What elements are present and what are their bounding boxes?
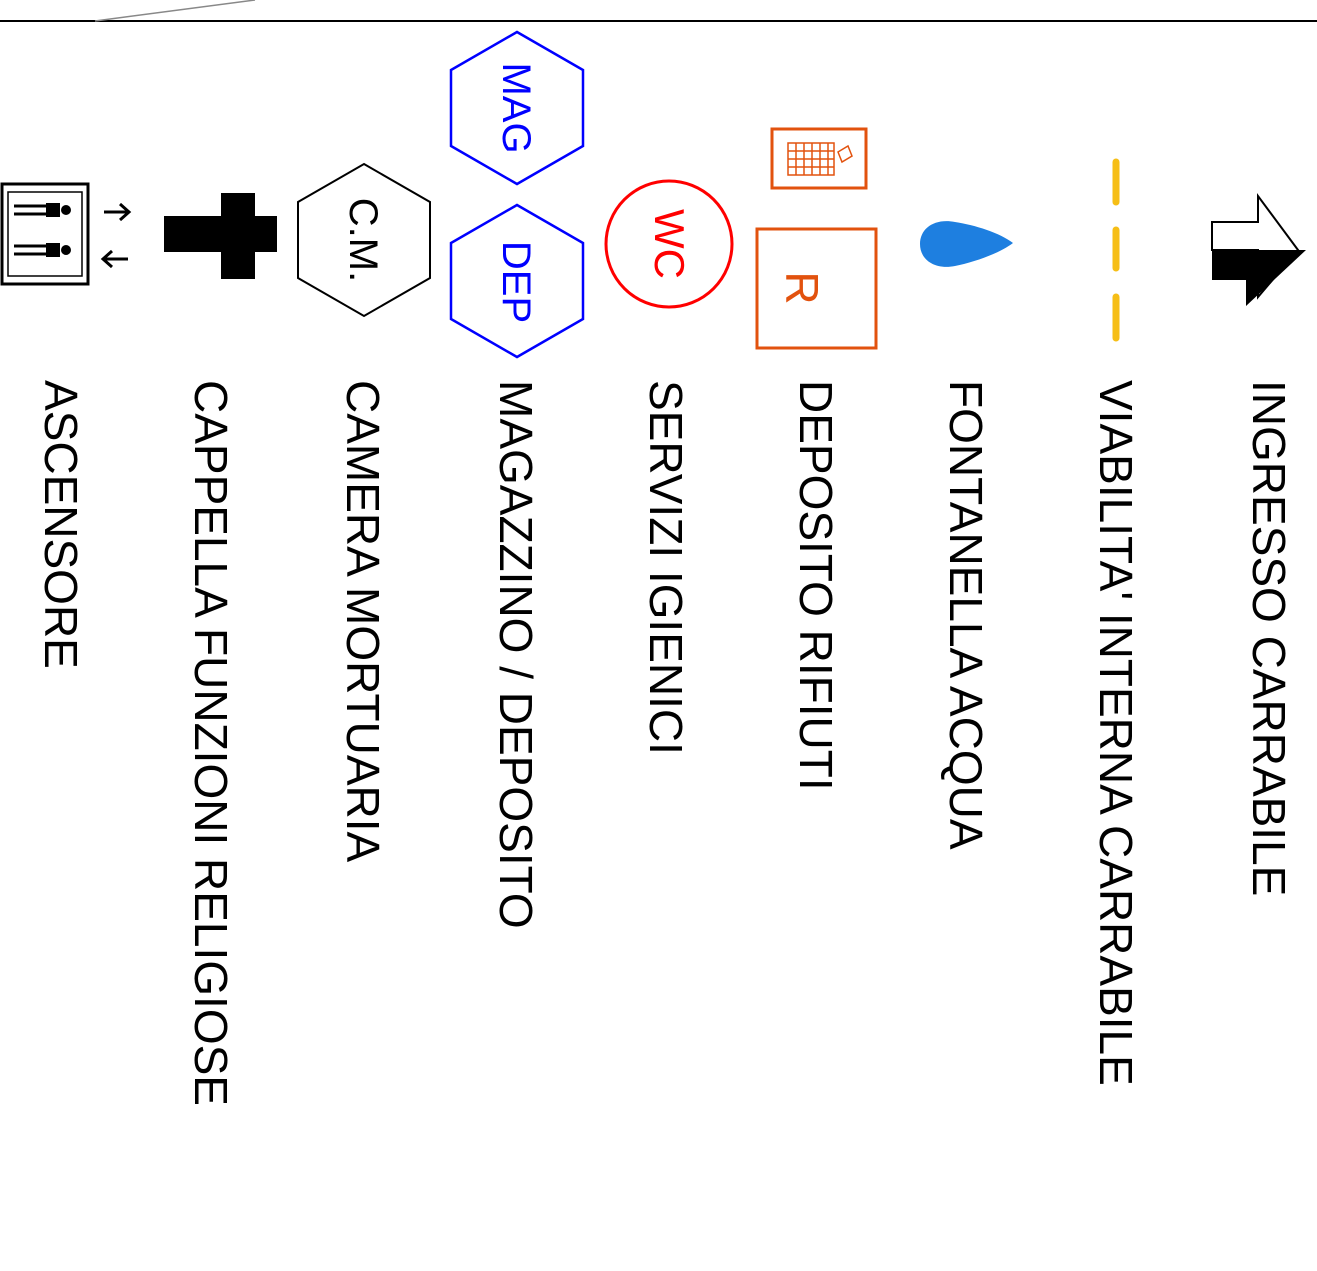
legend-label-magazzino: MAGAZZINO / DEPOSITO <box>490 380 542 929</box>
wc-icon: WC <box>604 179 734 309</box>
legend-label-cappella: CAPPELLA FUNZIONI RELIGIOSE <box>185 380 237 1106</box>
legend-label-camera: CAMERA MORTUARIA <box>337 380 389 863</box>
rifiuti-symbol: R <box>755 227 878 350</box>
entrance-arrow-icon <box>1211 192 1306 306</box>
wc-symbol-text: WC <box>646 209 693 279</box>
cm-symbol-text: C.M. <box>341 198 385 282</box>
frame-slope-line <box>94 0 256 22</box>
legend-label-servizi: SERVIZI IGIENICI <box>640 380 692 755</box>
hexagon-icon: DEP <box>449 203 585 359</box>
legend-label-rifiuti: DEPOSITO RIFIUTI <box>790 380 842 791</box>
legend-label-ingresso: INGRESSO CARRABILE <box>1243 380 1295 896</box>
water-drop-icon <box>920 221 1013 267</box>
cross-icon <box>164 193 277 279</box>
dep-symbol-text: DEP <box>494 241 538 323</box>
hexagon-icon: C.M. <box>297 162 431 318</box>
hexagon-icon: MAG <box>449 30 585 186</box>
legend-label-viabilita: VIABILITA' INTERNA CARRABILE <box>1090 380 1142 1086</box>
mag-symbol-text: MAG <box>494 62 538 153</box>
elevator-icon <box>0 182 132 286</box>
legend-label-ascensore: ASCENSORE <box>35 380 87 669</box>
rifiuti-symbol-text: R <box>776 271 828 304</box>
legend-label-fontanella: FONTANELLA ACQUA <box>940 380 992 850</box>
waste-bin-icon <box>770 127 868 190</box>
